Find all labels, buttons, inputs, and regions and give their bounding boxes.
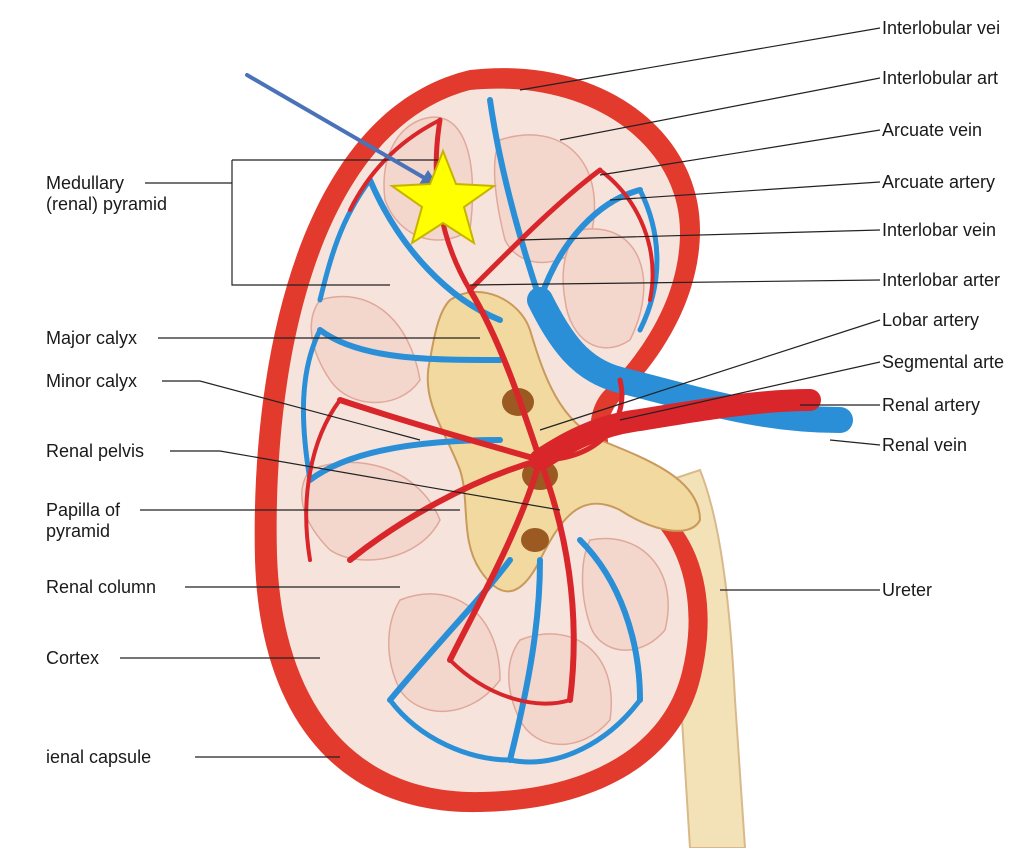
label-interlobular-vein: Interlobular vei — [882, 18, 1000, 39]
label-ureter: Ureter — [882, 580, 932, 601]
label-renal-vein: Renal vein — [882, 435, 967, 456]
label-minor-calyx: Minor calyx — [46, 371, 137, 392]
label-segmental-artery: Segmental arte — [882, 352, 1004, 373]
label-interlobar-artery: Interlobar arter — [882, 270, 1000, 291]
label-lobar-artery: Lobar artery — [882, 310, 979, 331]
label-interlobar-vein: Interlobar vein — [882, 220, 996, 241]
label-interlobular-artery: Interlobular art — [882, 68, 998, 89]
label-medullary-pyramid: Medullary (renal) pyramid — [46, 173, 167, 215]
label-renal-pelvis: Renal pelvis — [46, 441, 144, 462]
calyx-opening — [521, 528, 549, 552]
label-papilla-of-pyramid: Papilla of pyramid — [46, 500, 120, 542]
label-arcuate-vein: Arcuate vein — [882, 120, 982, 141]
label-arcuate-artery: Arcuate artery — [882, 172, 995, 193]
label-renal-capsule: ienal capsule — [46, 747, 151, 768]
label-renal-artery: Renal artery — [882, 395, 980, 416]
label-cortex: Cortex — [46, 648, 99, 669]
label-renal-column: Renal column — [46, 577, 156, 598]
label-major-calyx: Major calyx — [46, 328, 137, 349]
